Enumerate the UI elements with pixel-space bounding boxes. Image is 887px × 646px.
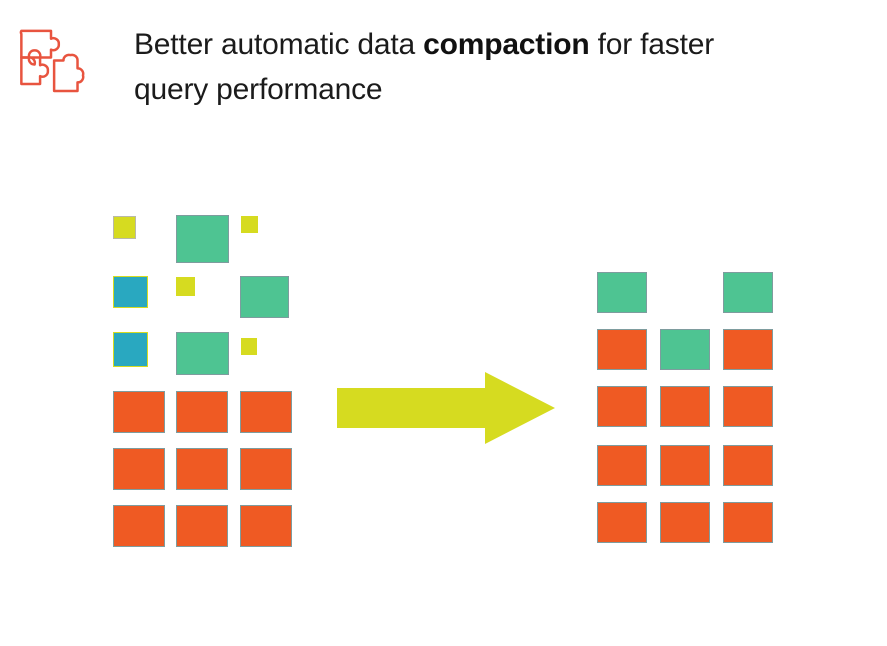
data-file-tile <box>660 386 710 427</box>
data-file-tile <box>176 215 229 263</box>
data-file-tile <box>176 505 228 547</box>
data-file-tile <box>240 391 292 433</box>
title-prefix: Better automatic data <box>134 28 424 61</box>
data-file-tile <box>113 448 165 490</box>
data-file-tile <box>176 391 228 433</box>
data-file-tile <box>597 502 647 543</box>
title-line2: query performance <box>134 73 383 106</box>
data-file-tile <box>660 502 710 543</box>
data-file-tile <box>240 448 292 490</box>
data-file-tile <box>113 216 136 239</box>
data-file-tile <box>113 505 165 547</box>
data-file-tile <box>597 445 647 486</box>
data-file-tile <box>176 277 195 296</box>
page-title: Better automatic data compaction for fas… <box>134 22 864 112</box>
puzzle-pieces-icon <box>12 20 90 98</box>
data-file-tile <box>660 329 710 370</box>
data-file-tile <box>723 502 773 543</box>
data-file-tile <box>176 332 229 375</box>
data-file-tile <box>241 338 257 355</box>
data-file-tile <box>113 391 165 433</box>
data-file-tile <box>723 272 773 313</box>
data-file-tile <box>240 276 289 318</box>
data-file-tile <box>723 445 773 486</box>
data-file-tile <box>723 386 773 427</box>
title-emphasis: compaction <box>423 28 590 61</box>
compaction-arrow <box>333 366 559 450</box>
data-file-tile <box>723 329 773 370</box>
data-file-tile <box>113 332 148 367</box>
data-file-tile <box>660 445 710 486</box>
data-file-tile <box>241 216 258 233</box>
data-file-tile <box>240 505 292 547</box>
data-file-tile <box>597 272 647 313</box>
data-file-tile <box>113 276 148 308</box>
data-file-tile <box>176 448 228 490</box>
data-file-tile <box>597 386 647 427</box>
data-file-tile <box>597 329 647 370</box>
title-suffix: for faster <box>589 28 715 61</box>
